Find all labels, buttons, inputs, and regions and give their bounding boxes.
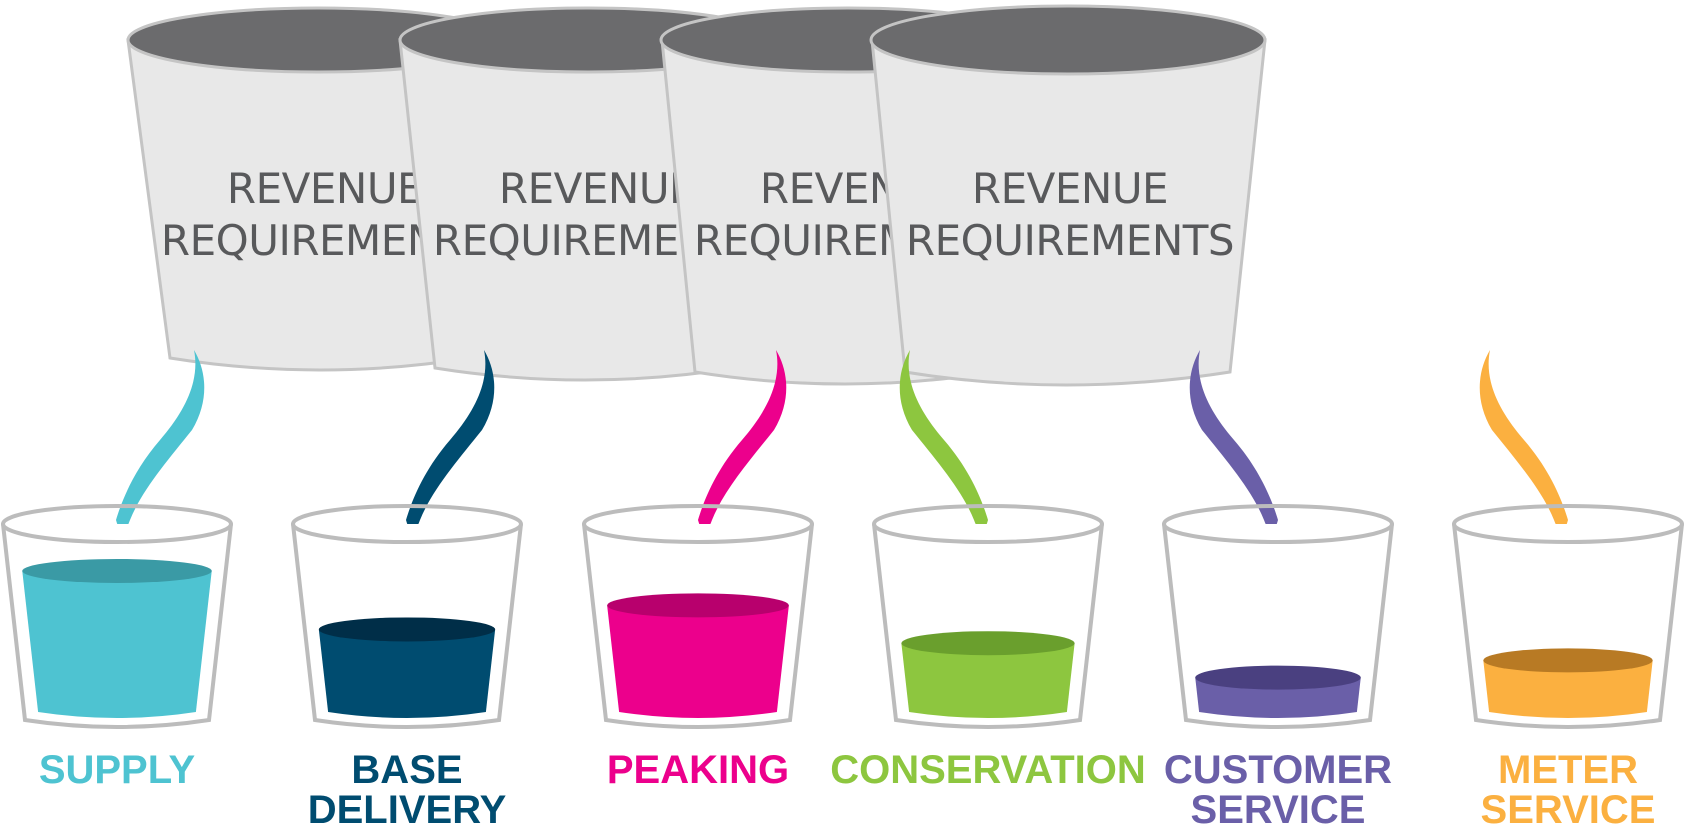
liquid-body <box>607 605 789 718</box>
cup-conservation: CONSERVATION <box>830 504 1146 792</box>
cup-rim <box>582 504 814 544</box>
liquid-surface <box>22 558 212 583</box>
liquid-body <box>318 629 496 718</box>
cup-rim <box>291 504 523 544</box>
cup-label-line2: SERVICE <box>1481 788 1656 832</box>
pour-stream-customer-service <box>1189 350 1278 531</box>
revenue-bucket-4: REVENUE REQUIREMENTS <box>869 4 1267 387</box>
cup-label-line1: CONSERVATION <box>830 748 1146 792</box>
cup-label-line2: DELIVERY <box>308 788 507 832</box>
liquid-surface <box>318 617 496 642</box>
cup-rim <box>872 504 1104 544</box>
cup-rim <box>1452 504 1684 544</box>
liquid-body <box>901 643 1075 718</box>
pour-stream-supply <box>116 350 205 531</box>
bucket-label-line1: REVENUE <box>972 164 1168 213</box>
pour-stream-conservation <box>899 350 988 531</box>
cup-label-line1: SUPPLY <box>39 748 196 792</box>
cup-label-line1: CUSTOMER <box>1164 748 1392 792</box>
liquid-body <box>22 570 212 718</box>
cup-label-line2: SERVICE <box>1191 788 1366 832</box>
liquid-surface <box>901 631 1075 656</box>
pour-stream-base-delivery <box>406 350 495 531</box>
cup-label-line1: METER <box>1498 748 1638 792</box>
liquid-surface <box>1483 648 1653 673</box>
liquid-surface <box>607 593 789 618</box>
bucket-label-line1: REVENUE <box>499 164 695 213</box>
pour-streams <box>116 350 1568 531</box>
liquid-surface <box>1195 665 1361 690</box>
liquid-body <box>1483 660 1653 718</box>
cup-rim <box>1162 504 1394 544</box>
cup-peaking: PEAKING <box>582 504 814 792</box>
cup-label-line1: BASE <box>351 748 462 792</box>
pour-stream-peaking <box>698 350 787 531</box>
cup-supply: SUPPLY <box>1 504 233 792</box>
cup-rim <box>1 504 233 544</box>
bucket-label-line2: REQUIREMENTS <box>906 216 1234 265</box>
bucket-label-line1: REVENUE <box>227 164 423 213</box>
pour-stream-meter-service <box>1479 350 1568 531</box>
cup-label-line1: PEAKING <box>607 748 789 792</box>
